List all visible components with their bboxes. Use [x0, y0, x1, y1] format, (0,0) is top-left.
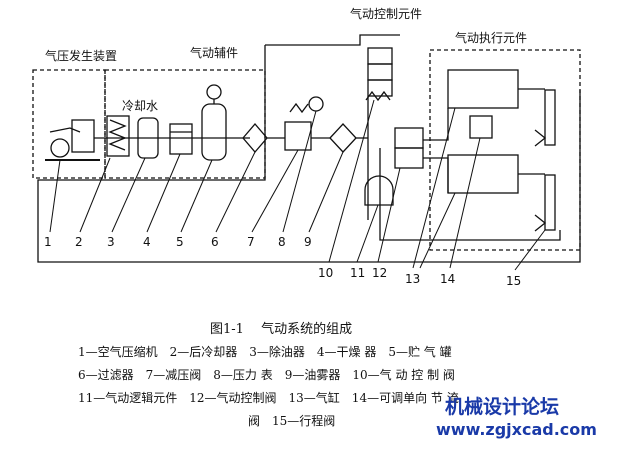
number-11: 11	[350, 266, 365, 280]
air-compressor-symbol	[45, 119, 100, 161]
control-group-box	[265, 34, 400, 46]
number-9: 9	[304, 235, 312, 249]
legend-line-2: 6—过滤器 7—减压阀 8—压力 表 9—油雾器 10—气 动 控 制 阀	[78, 368, 455, 382]
watermark-cn: 机械设计论坛	[445, 396, 560, 418]
directional-valve-symbol	[394, 127, 424, 169]
number-12: 12	[372, 266, 387, 280]
watermark-url: www.zgjxcad.com	[436, 420, 597, 439]
number-6: 6	[211, 235, 219, 249]
legend-line-4: 阀 15—行程阀	[248, 414, 336, 428]
legend-line-3: 11—气动逻辑元件 12—气动控制阀 13—气缸 14—可调单向 节 流	[78, 391, 459, 405]
travel-valve-symbol	[534, 89, 556, 232]
system-boundary	[37, 45, 581, 263]
actuator-label: 气动执行元件	[455, 30, 527, 45]
number-7: 7	[247, 235, 255, 249]
control-label: 气动控制元件	[350, 6, 422, 21]
dryer-symbol	[169, 123, 193, 155]
cylinder-lower-symbol	[447, 154, 519, 194]
legend-line-1: 1—空气压缩机 2—后冷却器 3—除油器 4—干燥 器 5—贮 气 罐	[78, 345, 452, 359]
number-10: 10	[318, 266, 333, 280]
number-8: 8	[278, 235, 286, 249]
number-4: 4	[143, 235, 151, 249]
auxiliary-label: 气动辅件	[190, 45, 238, 60]
throttle-valve-symbol	[469, 115, 493, 139]
cylinder-upper-symbol	[447, 69, 519, 109]
logic-element-symbol	[364, 175, 394, 206]
generator-label: 气压发生装置	[45, 48, 117, 63]
number-15: 15	[506, 274, 521, 288]
number-3: 3	[107, 235, 115, 249]
actuator-group-box	[429, 49, 581, 251]
lubricator-symbol	[329, 123, 357, 153]
control-valve-symbol	[365, 47, 393, 102]
aftercooler-symbol	[106, 115, 130, 157]
number-5: 5	[176, 235, 184, 249]
figure-caption: 图1-1 气动系统的组成	[210, 322, 353, 337]
air-receiver-symbol	[201, 84, 227, 161]
generator-group-box	[32, 69, 106, 179]
number-2: 2	[75, 235, 83, 249]
number-1: 1	[44, 235, 52, 249]
number-13: 13	[405, 272, 420, 286]
pressure-gauge-symbol	[308, 96, 324, 112]
cooling-water-label: 冷却水	[122, 99, 158, 113]
number-14: 14	[440, 272, 455, 286]
leader-lines	[49, 99, 546, 271]
